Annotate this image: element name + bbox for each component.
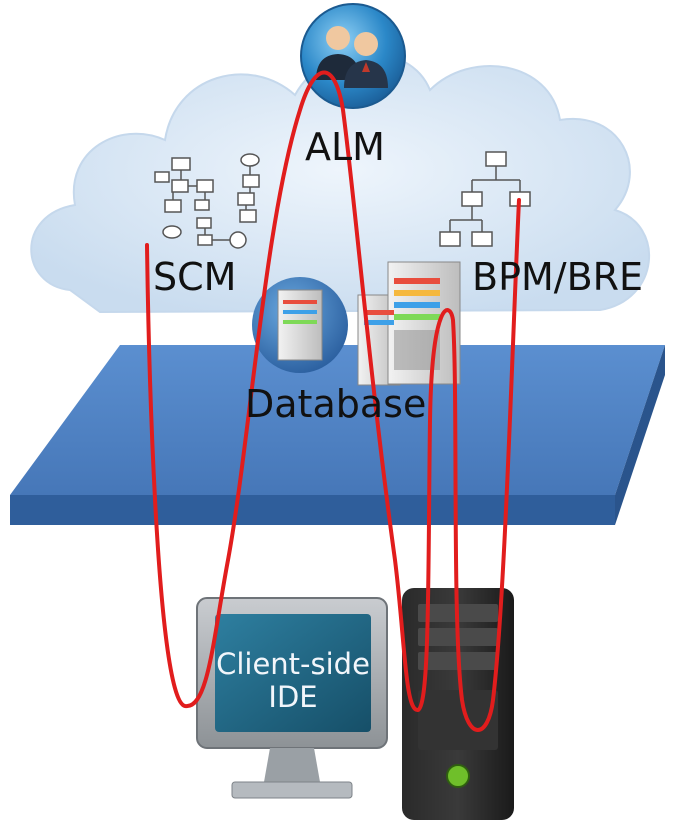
client-label-line1: Client-side (216, 647, 370, 681)
alm-label: ALM (305, 125, 385, 169)
platform-slab (10, 345, 665, 525)
connector-line (145, 70, 521, 732)
tower-server-icon (402, 588, 514, 820)
database-label: Database (245, 382, 427, 426)
monitor-icon (196, 597, 388, 799)
flowchart-icon (154, 153, 260, 249)
client-ide-label: Client-side IDE (198, 647, 388, 715)
scm-label: SCM (153, 255, 237, 299)
client-label-line2: IDE (268, 680, 318, 715)
bpm-label: BPM/BRE (472, 255, 644, 299)
users-icon (300, 3, 406, 109)
